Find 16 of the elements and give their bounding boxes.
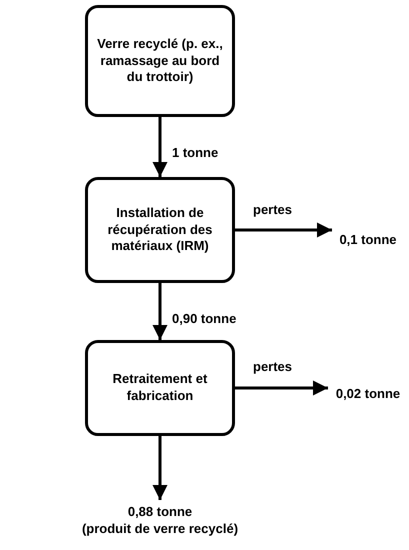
edge-label: 0,90 tonne <box>172 311 236 327</box>
process-box <box>85 177 235 283</box>
process-box <box>85 5 235 117</box>
arrow <box>235 222 332 238</box>
arrow <box>152 117 168 177</box>
box-label: Verre recyclé (p. ex., ramassage au bord du trottoir) <box>96 36 224 86</box>
box-label: Installation de récupération des matériaux (IRM) <box>106 204 214 256</box>
arrow <box>235 380 328 396</box>
flow-quantity: 0,1 tonne <box>339 232 397 248</box>
flow-quantity: (produit de verre recyclé) <box>82 521 238 538</box>
arrow <box>152 436 168 500</box>
arrow <box>152 283 168 340</box>
box-label: Retraitement et fabrication <box>112 371 208 405</box>
process-box <box>85 340 235 436</box>
flow-quantity: 0,88 tonne <box>128 504 192 521</box>
flow-quantity: 0,02 tonne <box>336 386 400 402</box>
